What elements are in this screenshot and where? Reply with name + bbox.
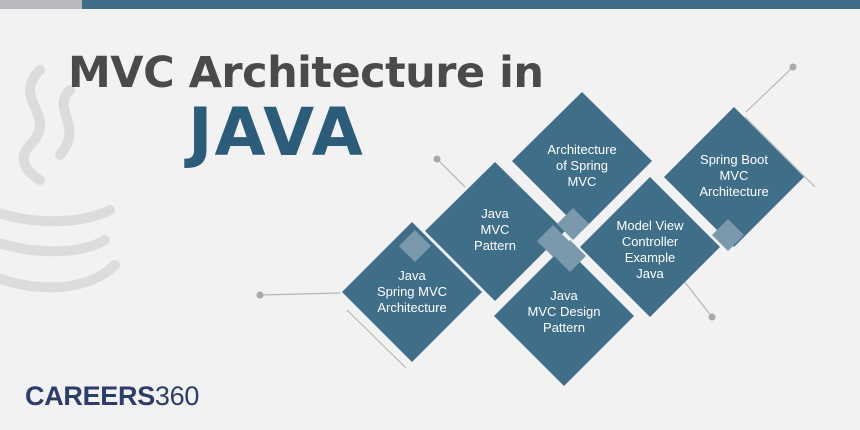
connector-dot — [433, 155, 441, 163]
logo-text-light: 360 — [154, 381, 200, 411]
connector-line — [259, 292, 341, 296]
logo-text-bold: CAREERS — [25, 381, 155, 411]
connector-line — [745, 66, 794, 113]
connector-line — [744, 116, 816, 188]
tile-java-spring-mvc-architecture — [342, 222, 482, 362]
tile-spring-boot-mvc-architecture — [664, 107, 804, 247]
connector-line — [346, 309, 407, 369]
java-cup-watermark-icon — [0, 65, 120, 293]
connector-dot — [789, 63, 797, 71]
connector-dot — [708, 313, 716, 321]
careers360-logo: CAREERS360 — [25, 381, 199, 412]
title-line-1: MVC Architecture in — [68, 48, 544, 98]
tile-java-mvc-design-pattern — [494, 246, 634, 386]
accent-diamond — [712, 219, 744, 251]
connector-line — [436, 158, 466, 188]
title-line-2: JAVA — [188, 94, 365, 171]
top-bar-blue — [82, 0, 860, 9]
accent-diamond — [554, 240, 586, 272]
accent-diamond — [399, 230, 431, 262]
tile-model-view-controller-example — [580, 177, 720, 317]
tile-architecture-of-spring-mvc — [512, 92, 652, 231]
accent-diamond — [557, 208, 589, 240]
connector-dot — [256, 291, 264, 299]
tile-java-mvc-pattern — [425, 162, 565, 301]
top-bar-gray — [0, 0, 82, 9]
